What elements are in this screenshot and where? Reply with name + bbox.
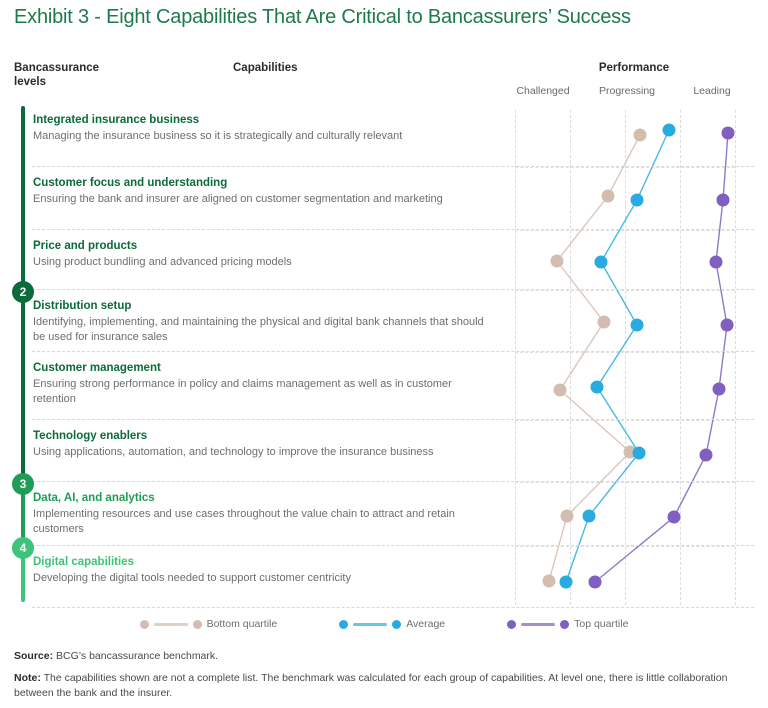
legend-marker-icon (392, 619, 402, 629)
page-title: Exhibit 3 - Eight Capabilities That Are … (14, 6, 631, 28)
row-separator (32, 166, 754, 167)
legend-line (521, 622, 556, 626)
source-note: Source: BCG’s bancassurance benchmark. (14, 649, 734, 664)
capability-name: Customer focus and understanding (33, 177, 228, 189)
column-header-capabilities: Capabilities (233, 62, 298, 74)
legend-marker-icon (192, 619, 202, 629)
capability-name: Data, AI, and analytics (33, 492, 155, 504)
column-header-bancassurance-levels: Bancassurance levels (14, 61, 134, 89)
header-line-2: levels (14, 76, 46, 88)
note-text: The capabilities shown are not a complet… (14, 672, 728, 699)
capability-description: Identifying, implementing, and maintaini… (33, 316, 484, 343)
level-bar-3 (21, 484, 25, 540)
legend-marker-icon (139, 619, 149, 629)
source-label: Source: (14, 650, 54, 662)
capability-description: Developing the digital tools needed to s… (33, 572, 351, 584)
capability-name: Integrated insurance business (33, 114, 200, 126)
performance-tick-2: Leading (693, 85, 731, 97)
row-separator (32, 289, 754, 290)
legend-label: Average (406, 618, 446, 630)
capability-description: Managing the insurance business so it is… (33, 130, 403, 142)
row-separator (32, 545, 754, 546)
header-line-1: Bancassurance (14, 62, 100, 74)
row-separator (32, 229, 754, 230)
performance-tick-0: Challenged (516, 85, 570, 97)
level-bar-1 (21, 106, 25, 284)
level-badge-3: 3 (12, 473, 34, 495)
chart-legend: Bottom quartile Average Top quartile (0, 618, 768, 630)
capability-name: Digital capabilities (33, 556, 134, 568)
capability-name: Price and products (33, 240, 138, 252)
legend-label: Top quartile (574, 618, 629, 630)
note-label: Note: (14, 672, 41, 684)
legend-item[interactable]: Average (339, 618, 445, 630)
capability-description: Ensuring the bank and insurer are aligne… (33, 193, 443, 205)
capability-name: Distribution setup (33, 300, 132, 312)
row-separator (32, 481, 754, 482)
legend-line (153, 622, 188, 626)
legend-label: Bottom quartile (206, 618, 278, 630)
legend-item[interactable]: Bottom quartile (139, 618, 278, 630)
level-bar-2 (21, 292, 25, 476)
column-header-performance: Performance (598, 62, 670, 74)
legend-marker-icon (560, 619, 570, 629)
capability-description: Ensuring strong performance in policy an… (33, 378, 452, 405)
legend-marker-icon (507, 619, 517, 629)
row-separator (32, 607, 754, 608)
footnote: Note: The capabilities shown are not a c… (14, 671, 734, 701)
performance-tick-1: Progressing (598, 85, 656, 97)
legend-marker-icon (339, 619, 349, 629)
capability-name: Customer management (33, 362, 161, 374)
capability-description: Using applications, automation, and tech… (33, 446, 434, 458)
level-badge-2: 2 (12, 281, 34, 303)
capability-description: Using product bundling and advanced pric… (33, 256, 292, 268)
row-separator (32, 419, 754, 420)
legend-item[interactable]: Top quartile (507, 618, 628, 630)
legend-line (353, 622, 388, 626)
capability-description: Implementing resources and use cases thr… (33, 508, 455, 535)
source-text: BCG’s bancassurance benchmark. (53, 650, 219, 662)
row-separator (32, 351, 754, 352)
level-bar-4 (21, 548, 25, 602)
capability-name: Technology enablers (33, 430, 148, 442)
level-badge-4: 4 (12, 537, 34, 559)
